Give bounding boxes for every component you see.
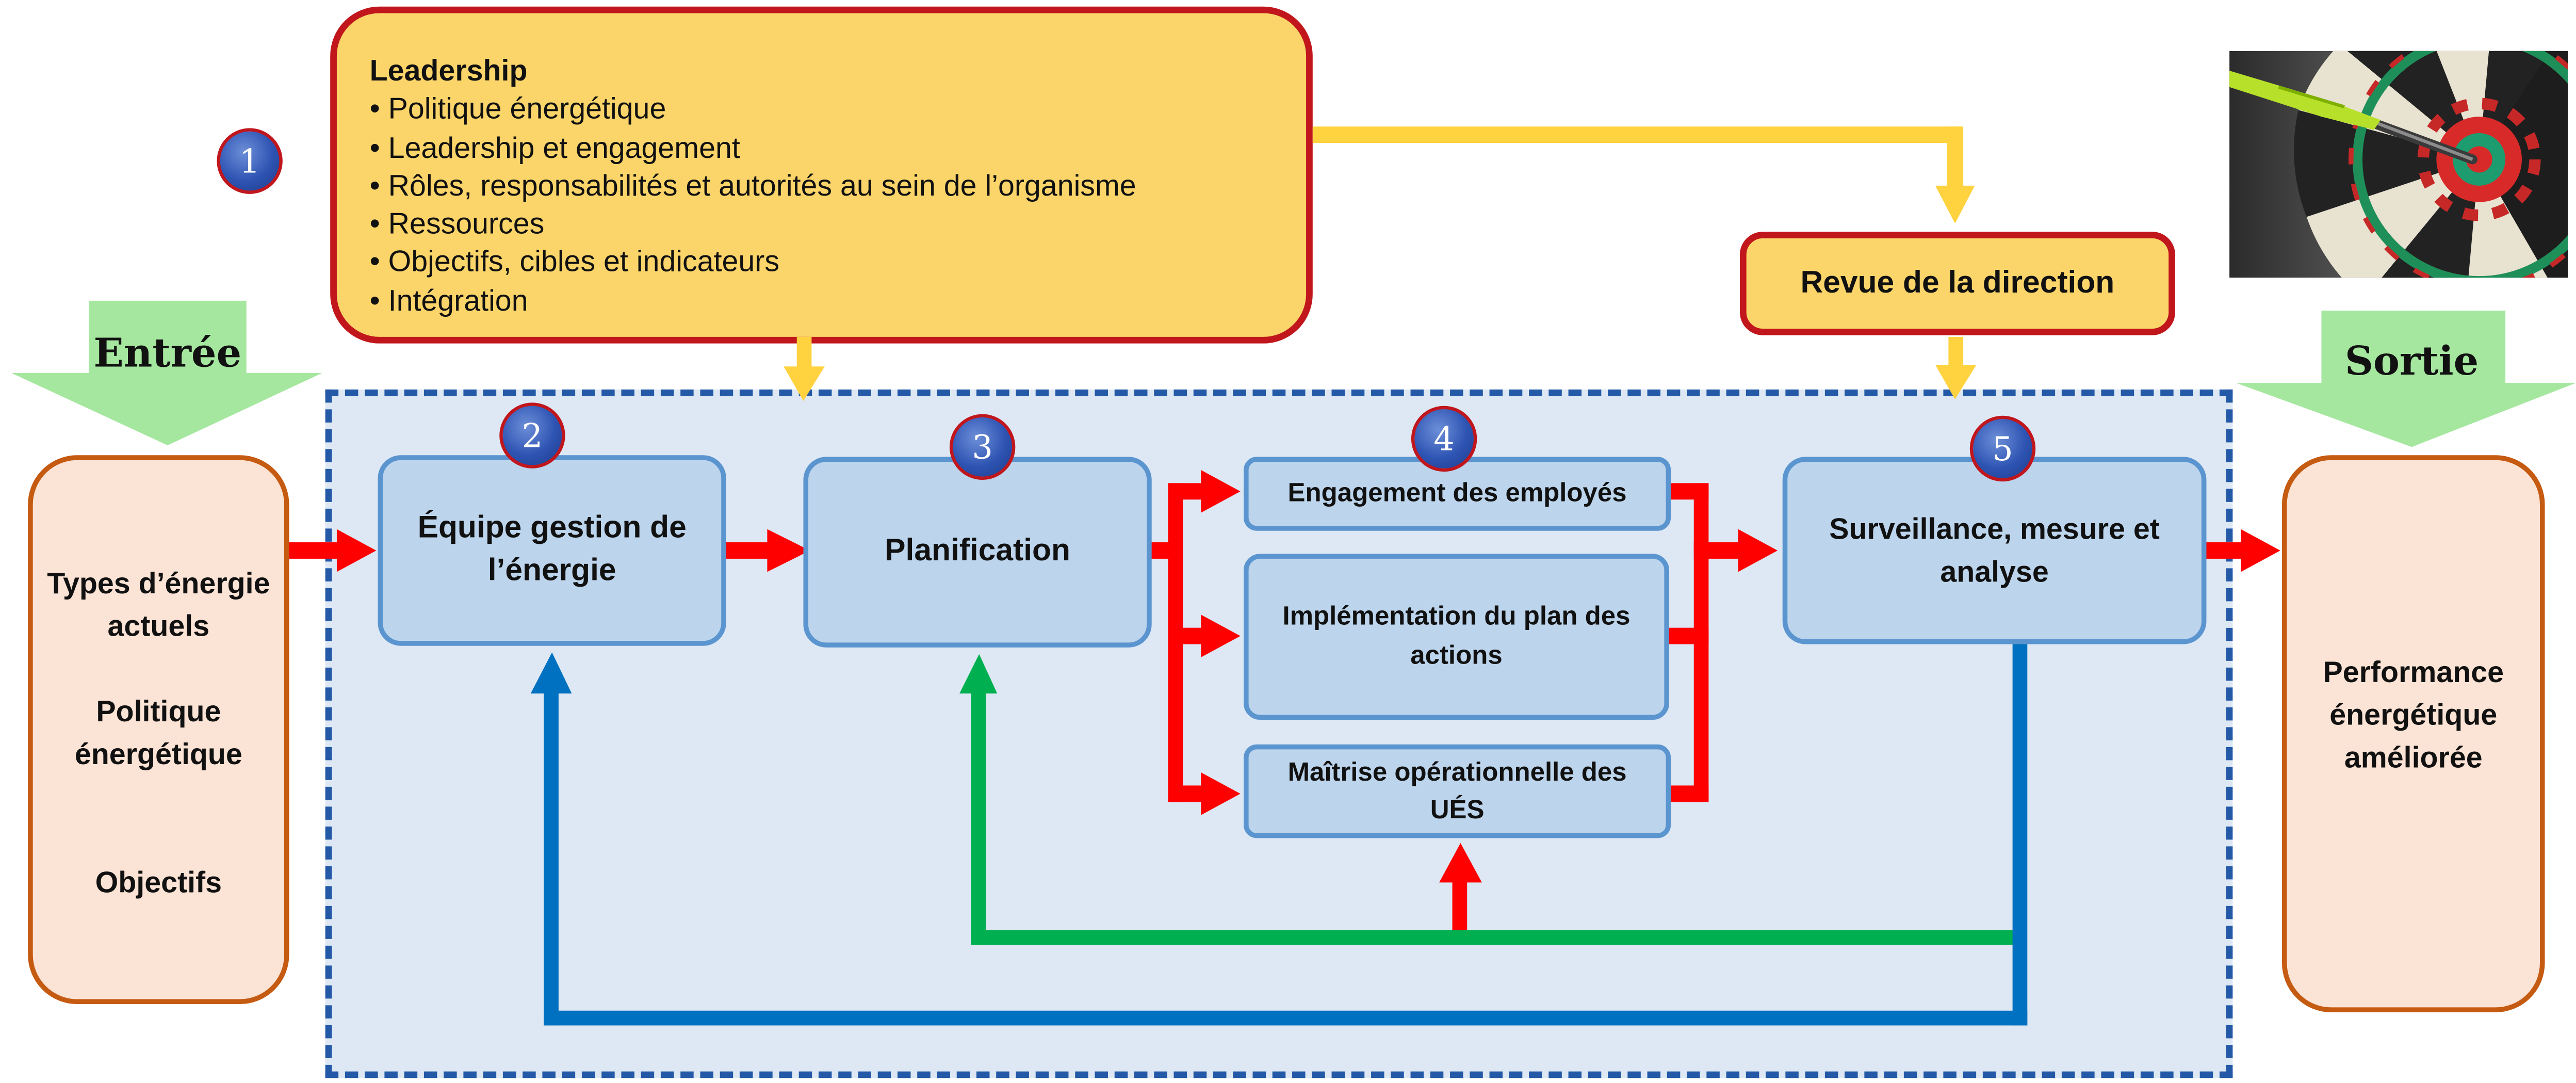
monitoring-line: Surveillance, mesure et	[1829, 512, 2160, 546]
energy-team-line: l’énergie	[487, 554, 616, 589]
monitoring-box: Surveillance, mesure et analyse	[1782, 457, 2207, 644]
energy-team-box: Équipe gestion de l’énergie	[378, 455, 726, 646]
output-line: énergétique	[2329, 698, 2498, 732]
input-line: actuels	[107, 609, 210, 643]
leadership-title: Leadership	[369, 54, 528, 87]
leadership-item: Rôles, responsabilités et autorités au s…	[370, 168, 1306, 206]
monitoring-line: analyse	[1940, 555, 2049, 589]
step-1-badge: 1	[217, 128, 283, 194]
output-text: Performance énergétique améliorée	[2287, 651, 2540, 779]
operational-control-line: Maîtrise opérationnelle des	[1287, 758, 1627, 787]
leadership-item: Politique énergétique	[370, 91, 1306, 129]
input-line: Politique	[96, 695, 221, 728]
action-plan-line: actions	[1410, 641, 1503, 670]
step-3-badge: 3	[949, 414, 1016, 480]
sortie-arrow-shape	[2236, 310, 2576, 447]
entree-arrow-shape	[11, 300, 322, 446]
input-line: Types d’énergie	[47, 567, 270, 600]
step-4-badge: 4	[1411, 406, 1477, 472]
operational-control-box: Maîtrise opérationnelle des UÉS	[1244, 744, 1671, 838]
output-line: Performance	[2323, 655, 2504, 689]
spacer	[33, 775, 284, 861]
management-review-label: Revue de la direction	[1800, 265, 2115, 300]
energy-team-line: Équipe gestion de	[417, 511, 687, 546]
planning-box: Planification	[803, 457, 1152, 648]
action-plan-box: Implémentation du plan des actions	[1244, 554, 1669, 720]
input-line: Objectifs	[95, 866, 222, 899]
leadership-box: Leadership Politique énergétique Leaders…	[330, 6, 1313, 344]
spacer	[33, 648, 284, 690]
action-plan-line: Implémentation du plan des	[1282, 602, 1631, 631]
leadership-item: Objectifs, cibles et indicateurs	[370, 244, 1306, 282]
output-label: Sortie	[2344, 336, 2479, 385]
red-arrows	[289, 470, 2280, 939]
leadership-item: Leadership et engagement	[370, 129, 1306, 167]
output-line: améliorée	[2344, 741, 2483, 774]
leadership-item: Ressources	[370, 206, 1306, 244]
dartboard-target-photo	[2229, 51, 2568, 278]
management-review-box: Revue de la direction	[1739, 232, 2175, 335]
input-box: Types d’énergie actuels Politique énergé…	[28, 455, 289, 1005]
leadership-item: Intégration	[370, 282, 1306, 320]
step-2-badge: 2	[499, 402, 565, 468]
step-5-badge: 5	[1969, 415, 2036, 482]
operational-control-line: UÉS	[1430, 796, 1485, 825]
output-box: Performance énergétique améliorée	[2281, 455, 2545, 1012]
yellow-arrows	[784, 126, 1977, 401]
green-feedback-arrow	[959, 654, 2018, 945]
planning-label: Planification	[885, 534, 1070, 569]
input-line: énergétique	[74, 738, 242, 771]
blue-feedback-arrow	[530, 644, 2028, 1026]
input-text: Types d’énergie actuels Politique énergé…	[33, 562, 284, 903]
employee-engagement-label: Engagement des employés	[1287, 479, 1627, 507]
input-label: Entrée	[93, 329, 242, 377]
